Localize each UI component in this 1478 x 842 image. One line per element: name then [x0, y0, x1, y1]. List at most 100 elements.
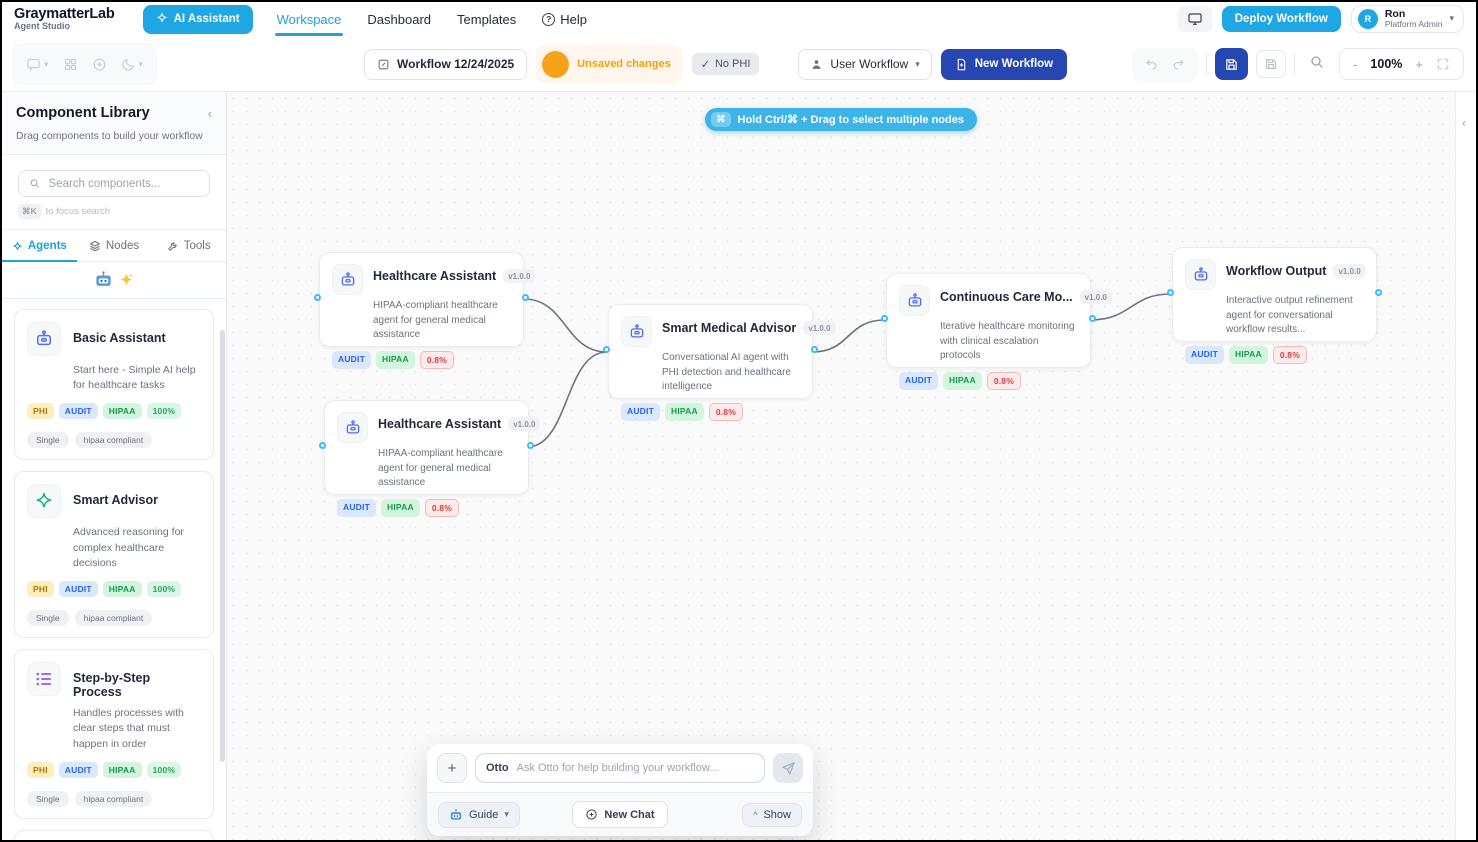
- chat-attach-button[interactable]: +: [437, 753, 467, 783]
- redo-icon[interactable]: [1171, 57, 1186, 72]
- score-badge: 100%: [146, 403, 182, 420]
- agent-card-smart-advisor[interactable]: Smart Advisor Advanced reasoning for com…: [14, 471, 214, 639]
- agent-card-basic-assistant[interactable]: Basic Assistant Start here - Simple AI h…: [14, 309, 214, 461]
- version-badge: v1.0.0: [508, 417, 541, 431]
- display-mode-button[interactable]: [1177, 5, 1212, 32]
- nav-templates[interactable]: Templates: [457, 11, 517, 27]
- library-tabs: Agents Nodes Tools: [2, 230, 226, 262]
- deploy-workflow-button[interactable]: Deploy Workflow: [1221, 5, 1341, 32]
- zoom-out-button[interactable]: -: [1353, 56, 1358, 72]
- new-file-icon: [957, 58, 966, 70]
- brand-subtitle: Agent Studio: [14, 20, 70, 31]
- search-canvas-button[interactable]: [1303, 54, 1331, 75]
- component-library-panel: Component Library ‹ Drag components to b…: [2, 92, 227, 840]
- agent-list: Basic Assistant Start here - Simple AI h…: [2, 299, 226, 840]
- wrench-icon: [168, 242, 177, 251]
- otto-chat-widget: + Otto Guide ▾: [427, 744, 813, 836]
- phi-badge: PHI: [27, 761, 54, 778]
- brand-name: GraymatterLab: [14, 5, 115, 22]
- node-healthcare-assistant-2[interactable]: Healthcare Assistant v1.0.0 HIPAA-compli…: [319, 400, 541, 517]
- version-badge: v1.0.0: [1079, 290, 1112, 304]
- view-tools-group: ▾ ▾: [12, 43, 158, 85]
- agent-card-step-by-step[interactable]: Step-by-Step Process Handles processes w…: [14, 649, 214, 819]
- workflow-type-dropdown[interactable]: User Workflow ▾: [798, 48, 932, 80]
- panel-title: Component Library: [16, 105, 150, 121]
- hipaa-badge: HIPAA: [1228, 345, 1268, 364]
- input-port[interactable]: [314, 293, 321, 301]
- guide-mode-dropdown[interactable]: Guide ▾: [438, 801, 520, 828]
- chat-input-wrapper[interactable]: Otto: [475, 753, 765, 783]
- new-chat-button[interactable]: New Chat: [572, 801, 668, 828]
- unsaved-label: Unsaved changes: [577, 58, 671, 70]
- tab-nodes[interactable]: Nodes: [77, 230, 152, 261]
- node-title: Healthcare Assistant: [378, 417, 502, 431]
- fit-view-icon[interactable]: [1436, 57, 1450, 71]
- input-port[interactable]: [1167, 288, 1174, 296]
- save-button[interactable]: [1215, 48, 1249, 80]
- output-port[interactable]: [527, 441, 534, 449]
- add-node-button[interactable]: [92, 57, 107, 72]
- hipaa-badge: HIPAA: [375, 350, 415, 369]
- workflow-name-input[interactable]: Workflow 12/24/2025: [364, 48, 528, 80]
- node-title: Workflow Output: [1226, 264, 1327, 278]
- sidebar-scrollbar[interactable]: [220, 330, 225, 762]
- node-workflow-output[interactable]: Workflow Output v1.0.0 Interactive outpu…: [1167, 247, 1382, 364]
- search-components-input[interactable]: [48, 177, 199, 190]
- collapse-panel-button[interactable]: ‹: [207, 105, 212, 121]
- chat-send-button[interactable]: [773, 753, 803, 783]
- node-healthcare-assistant-1[interactable]: Healthcare Assistant v1.0.0 HIPAA-compli…: [314, 252, 536, 369]
- output-port[interactable]: [1375, 288, 1382, 296]
- agent-title: Smart Advisor: [73, 493, 158, 508]
- tag: hipaa compliant: [74, 432, 153, 449]
- workflow-type-value: User Workflow: [830, 57, 909, 71]
- chevron-down-icon: ▾: [915, 58, 920, 69]
- input-port[interactable]: [881, 314, 888, 322]
- workflow-canvas[interactable]: ⌘ Hold Ctrl/⌘ + Drag to select multiple …: [227, 92, 1455, 840]
- input-port[interactable]: [319, 441, 326, 449]
- save-icon: [1266, 59, 1277, 69]
- audit-badge: AUDIT: [1185, 345, 1224, 364]
- nav-workspace[interactable]: Workspace: [274, 3, 344, 36]
- show-chat-button[interactable]: ^ Show: [742, 802, 802, 827]
- monitor-icon: [1188, 13, 1202, 25]
- grid-icon: [64, 58, 76, 70]
- theme-toggle-button[interactable]: ▾: [121, 57, 143, 72]
- error-rate-badge: 0.8%: [424, 498, 459, 517]
- expand-right-panel-button[interactable]: ‹: [1462, 116, 1466, 130]
- output-port[interactable]: [1089, 314, 1096, 322]
- component-search[interactable]: [18, 170, 210, 197]
- nav-dashboard[interactable]: Dashboard: [367, 11, 432, 27]
- history-group: [1132, 47, 1199, 81]
- ai-assistant-button[interactable]: AI Assistant: [142, 4, 253, 34]
- new-workflow-label: New Workflow: [974, 58, 1054, 70]
- input-port[interactable]: [603, 345, 610, 353]
- nav-help[interactable]: ? Help: [542, 3, 587, 36]
- undo-icon[interactable]: [1144, 57, 1159, 72]
- node-smart-medical-advisor[interactable]: Smart Medical Advisor v1.0.0 Conversatio…: [603, 304, 836, 421]
- new-workflow-button[interactable]: New Workflow: [940, 48, 1068, 80]
- kbd-shortcut: ⌘K: [18, 204, 41, 219]
- tab-tools[interactable]: Tools: [151, 230, 226, 261]
- robot-emoji-icon: [450, 808, 462, 820]
- error-rate-badge: 0.8%: [419, 350, 454, 369]
- grid-layout-button[interactable]: [63, 57, 78, 72]
- output-port[interactable]: [811, 345, 818, 353]
- chat-message-input[interactable]: [516, 762, 754, 774]
- comments-toggle-button[interactable]: ▾: [26, 57, 49, 72]
- phi-badge: PHI: [27, 581, 54, 598]
- node-continuous-care-monitor[interactable]: Continuous Care Mo... v1.0.0 Iterative h…: [881, 273, 1112, 390]
- robot-agent-icon: [27, 322, 61, 356]
- zoom-in-button[interactable]: +: [1415, 56, 1423, 72]
- hipaa-badge: HIPAA: [102, 403, 142, 420]
- save-as-button[interactable]: [1256, 50, 1287, 78]
- user-menu[interactable]: R Ron Platform Admin ▾: [1350, 4, 1464, 34]
- agent-description: Advanced reasoning for complex healthcar…: [73, 526, 184, 569]
- agent-card-repeating-process[interactable]: Repeating Process Handles processes that…: [14, 829, 214, 840]
- tag: hipaa compliant: [74, 610, 153, 627]
- tab-agents[interactable]: Agents: [2, 230, 77, 262]
- output-port[interactable]: [522, 293, 529, 301]
- otto-mascot-row: [2, 262, 226, 299]
- divider: [1206, 54, 1208, 74]
- agent-title: Basic Assistant: [73, 331, 166, 345]
- unsaved-changes-indicator: Unsaved changes: [536, 45, 683, 83]
